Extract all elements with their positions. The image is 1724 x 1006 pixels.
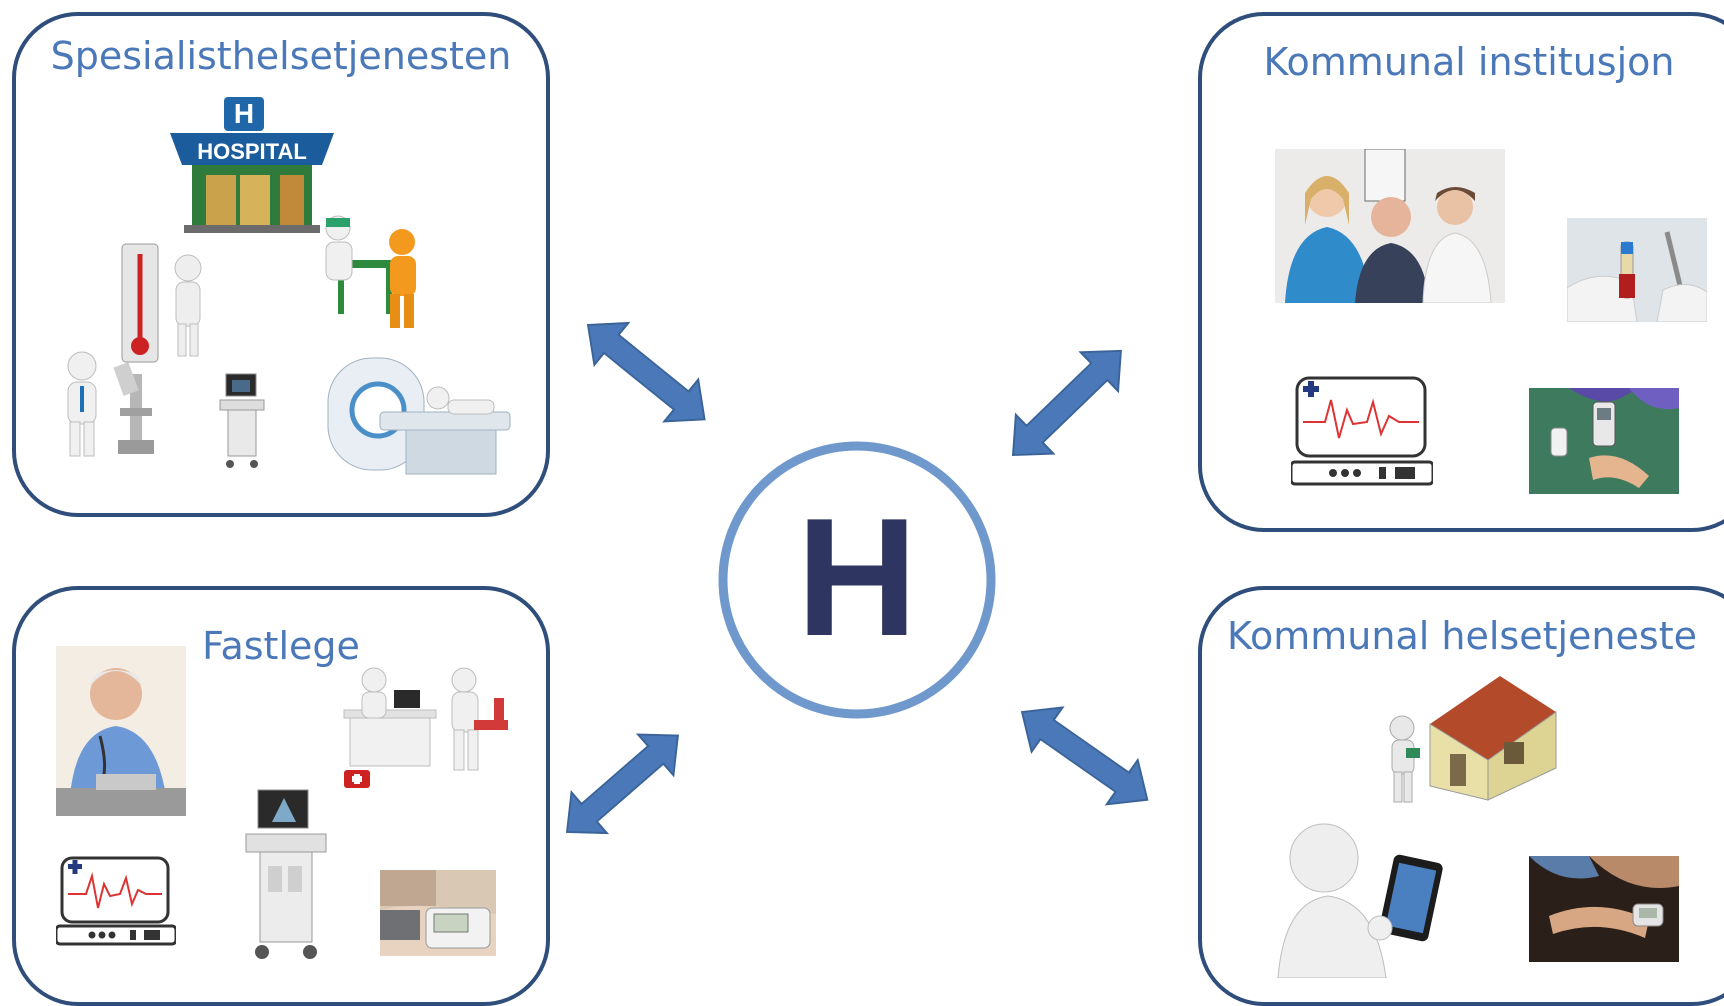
arrow-gp-hub: [548, 714, 697, 854]
box-gp: Fastlege: [12, 586, 550, 1006]
blood-pressure-photo-icon: [380, 870, 496, 956]
ultrasound-machine-icon: [245, 789, 327, 959]
hub-circle-icon: H: [718, 441, 996, 719]
microscope-figure-icon: [67, 351, 154, 457]
hospital-sign: HOSPITAL: [197, 139, 307, 164]
hub-symbol: H: [712, 435, 1002, 725]
arrow-institution-hub: [993, 330, 1141, 476]
tablet-figure-icon: [1277, 823, 1443, 978]
box-title-gp: Fastlege: [202, 624, 360, 668]
box-homecare: Kommunal helsetjeneste: [1198, 586, 1724, 1006]
hospital-badge: H: [234, 98, 254, 129]
box-specialist: Spesialisthelsetjenesten H HOSPITAL: [12, 12, 550, 517]
ultrasound-machine-icon: [219, 373, 265, 468]
hospital-building-icon: H HOSPITAL: [170, 97, 334, 233]
consultation-figure-icon: [343, 667, 508, 788]
box-title-homecare: Kommunal helsetjeneste: [1227, 614, 1697, 658]
ecg-monitor-icon: [56, 856, 176, 946]
box-title-specialist: Spesialisthelsetjenesten: [50, 34, 512, 78]
ecg-monitor-icon: [1291, 376, 1433, 486]
doctor-photo-icon: [56, 646, 186, 816]
ct-scanner-icon: [327, 357, 511, 475]
glucose-test-photo-icon: [1529, 388, 1679, 494]
thermometer-figure-icon: [121, 243, 202, 363]
box-title-institution: Kommunal institusjon: [1263, 40, 1675, 84]
blood-sample-photo-icon: [1567, 218, 1707, 322]
wrist-monitor-photo-icon: [1529, 856, 1679, 962]
hub-letter: H: [796, 483, 917, 671]
house-figure-icon: [1389, 676, 1557, 803]
doctor-patient-figure-icon: [325, 215, 416, 328]
box-institution: Kommunal institusjon: [1198, 12, 1724, 532]
nurse-patients-photo-icon: [1275, 149, 1505, 303]
arrow-homecare-hub: [1005, 688, 1164, 823]
arrow-specialist-hub: [570, 303, 723, 442]
